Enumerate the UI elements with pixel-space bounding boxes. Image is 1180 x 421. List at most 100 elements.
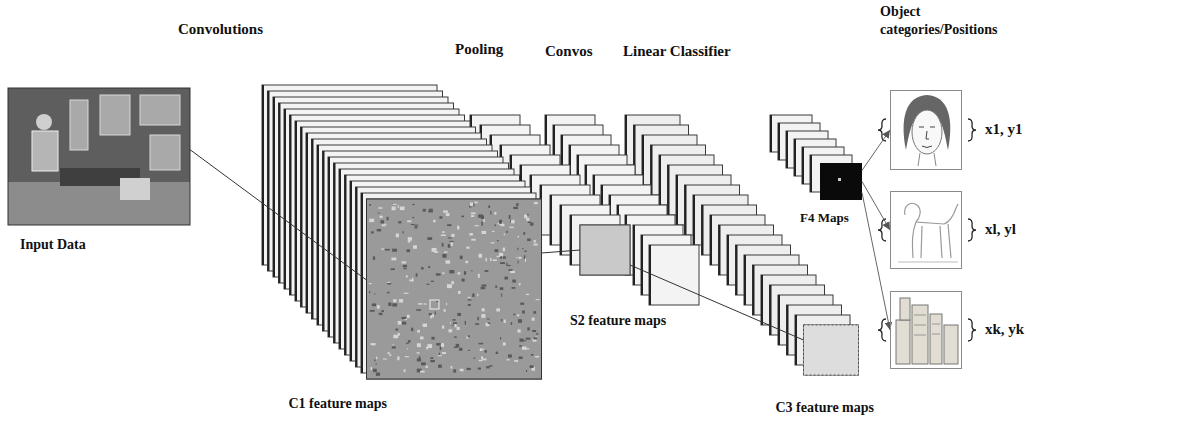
feature-map-edge [668,165,670,215]
texture-speck [448,244,450,248]
texture-speck [430,360,434,362]
classifier-stack [625,115,859,375]
convos-stack [545,115,699,305]
texture-speck [398,333,400,336]
c3-front-map [804,325,859,375]
texture-speck [496,352,498,354]
texture-speck [501,293,502,297]
texture-speck [499,253,503,256]
texture-speck [513,314,515,315]
texture-speck [398,221,401,223]
texture-speck [403,265,407,267]
feature-map-edge [295,121,297,301]
input-image-box: Input Data [8,88,190,225]
texture-speck [519,257,522,259]
feature-map-edge [284,109,286,289]
texture-speck [500,337,501,340]
feature-map-edge [339,169,341,349]
texture-speck [431,337,434,340]
image-person-body [32,131,58,171]
image-window [140,95,180,125]
texture-speck [466,247,469,249]
texture-speck [511,322,512,325]
texture-speck [412,278,413,282]
image-window [70,100,88,150]
texture-speck [442,272,444,274]
texture-speck [465,321,466,325]
texture-speck [454,324,456,327]
texture-speck [436,343,441,345]
texture-speck [451,242,453,246]
texture-speck [519,356,523,359]
image-ground [8,88,190,225]
texture-speck [387,282,391,284]
texture-speck [534,240,536,243]
texture-speck [519,339,523,342]
texture-speck [536,299,540,300]
texture-speck [442,326,444,329]
feature-map-frame [580,225,630,275]
dog-outline [905,203,958,258]
feature-map-edge [778,123,780,160]
texture-speck [376,357,377,360]
texture-speck [500,262,505,264]
connector-line [862,193,890,330]
texture-speck [526,370,527,372]
brace-right [968,119,976,141]
feature-map-edge [770,115,772,152]
output-heading: Object categories/Positions [880,3,1030,38]
texture-speck [398,205,399,208]
texture-speck [477,317,479,320]
texture-speck [520,303,524,305]
texture-speck [533,244,537,246]
texture-speck [382,224,386,226]
texture-speck [472,294,474,297]
feature-map-edge [727,235,729,285]
texture-speck [387,217,389,221]
texture-speck [465,261,468,263]
feature-map-edge [262,85,264,265]
feature-map-edge [778,295,780,345]
texture-speck [467,368,471,370]
texture-speck [531,354,533,356]
feature-map-edge [795,315,797,365]
texture-speck [372,303,376,306]
texture-speck [516,257,517,258]
feature-map-edge [810,155,812,192]
texture-speck [519,345,522,347]
building-sketch [896,298,958,364]
input-image [8,88,190,225]
texture-speck [441,343,444,347]
texture-speck [431,281,434,282]
texture-speck [374,294,375,295]
feature-map-edge [361,193,363,373]
feature-map-edge [676,175,678,225]
feature-map-edge [550,195,552,245]
stage-heading: Pooling [455,40,503,59]
texture-speck [462,279,465,282]
brace-left [878,219,886,241]
s2-front-map [580,225,630,275]
face-outline [912,110,942,154]
texture-speck [446,213,450,216]
texture-speck [406,275,408,277]
texture-speck [481,287,486,289]
texture-speck [512,280,516,283]
texture-speck [533,337,537,339]
texture-speck [503,342,506,345]
texture-speck [478,274,480,278]
texture-speck [479,360,483,361]
texture-speck [392,206,396,210]
texture-speck [412,217,414,218]
feature-map-edge [570,215,572,265]
output-image-box: x1, y1 [890,90,962,170]
texture-speck [371,231,374,233]
building-block [900,298,910,320]
texture-speck [424,303,427,304]
texture-speck [478,368,481,370]
texture-speck [375,364,377,365]
texture-speck [458,272,461,274]
connector-line [542,250,581,253]
feature-map-box: C1 feature maps [367,199,542,379]
